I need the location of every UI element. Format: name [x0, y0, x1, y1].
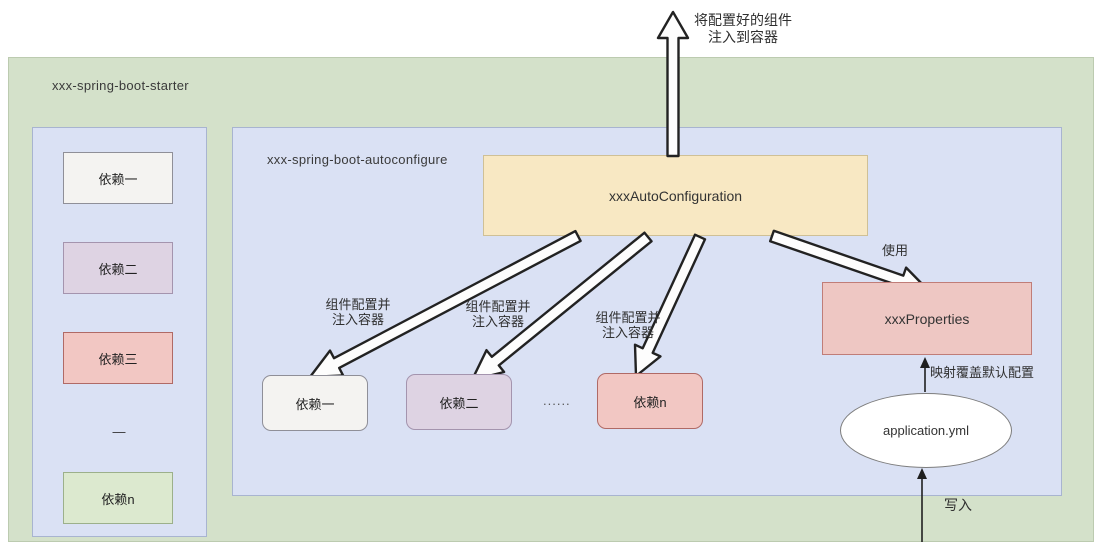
yml-to-properties-arrow-head [920, 357, 930, 368]
dependency-box-2-label: 依赖二 [98, 261, 138, 277]
dependency-box-1-label: 依赖一 [98, 171, 138, 187]
dependencies-ellipsis: — [112, 424, 126, 439]
starter-title: xxx-spring-boot-starter [52, 78, 189, 93]
write-label: 写入 [944, 497, 972, 513]
injected-dep-box-2: 依赖二 [406, 374, 512, 430]
top-arrow-label: 将配置好的组件 注入到容器 [687, 12, 799, 46]
top-arrow-label-line1: 将配置好的组件 [694, 12, 792, 28]
injected-deps-ellipsis: ...... [543, 393, 571, 408]
inject-label-1: 组件配置并 注入容器 [325, 297, 391, 327]
use-label: 使用 [882, 243, 909, 258]
autoconfiguration-box: xxxAutoConfiguration [483, 155, 868, 236]
top-arrow-label-line2: 注入到容器 [708, 29, 778, 45]
dependency-box-1: 依赖一 [63, 152, 173, 204]
application-yml-ellipse: application.yml [840, 393, 1012, 468]
inject-label-3: 组件配置并 注入容器 [595, 310, 661, 340]
dependency-box-n-label: 依赖n [101, 491, 135, 507]
inject-to-container-arrow [656, 10, 690, 158]
write-to-yml-arrow-head [917, 468, 927, 479]
injected-dep-box-n-label: 依赖n [633, 394, 667, 410]
injected-dep-box-1: 依赖一 [262, 375, 368, 431]
dependency-box-3-label: 依赖三 [98, 351, 138, 367]
properties-box-label: xxxProperties [884, 310, 970, 327]
dependency-box-3: 依赖三 [63, 332, 173, 384]
arrow-to-depn [633, 233, 707, 378]
dependency-box-n: 依赖n [63, 472, 173, 524]
injected-dep-box-n: 依赖n [597, 373, 703, 429]
autoconfigure-title: xxx-spring-boot-autoconfigure [267, 152, 448, 167]
properties-box: xxxProperties [822, 282, 1032, 355]
application-yml-label: application.yml [883, 423, 969, 438]
injected-dep-box-1-label: 依赖一 [295, 396, 335, 412]
autoconfiguration-box-label: xxxAutoConfiguration [608, 187, 743, 204]
mapping-override-label: 映射覆盖默认配置 [930, 365, 1035, 380]
inject-label-2: 组件配置并 注入容器 [465, 299, 531, 329]
dependency-box-2: 依赖二 [63, 242, 173, 294]
injected-dep-box-2-label: 依赖二 [439, 395, 479, 411]
